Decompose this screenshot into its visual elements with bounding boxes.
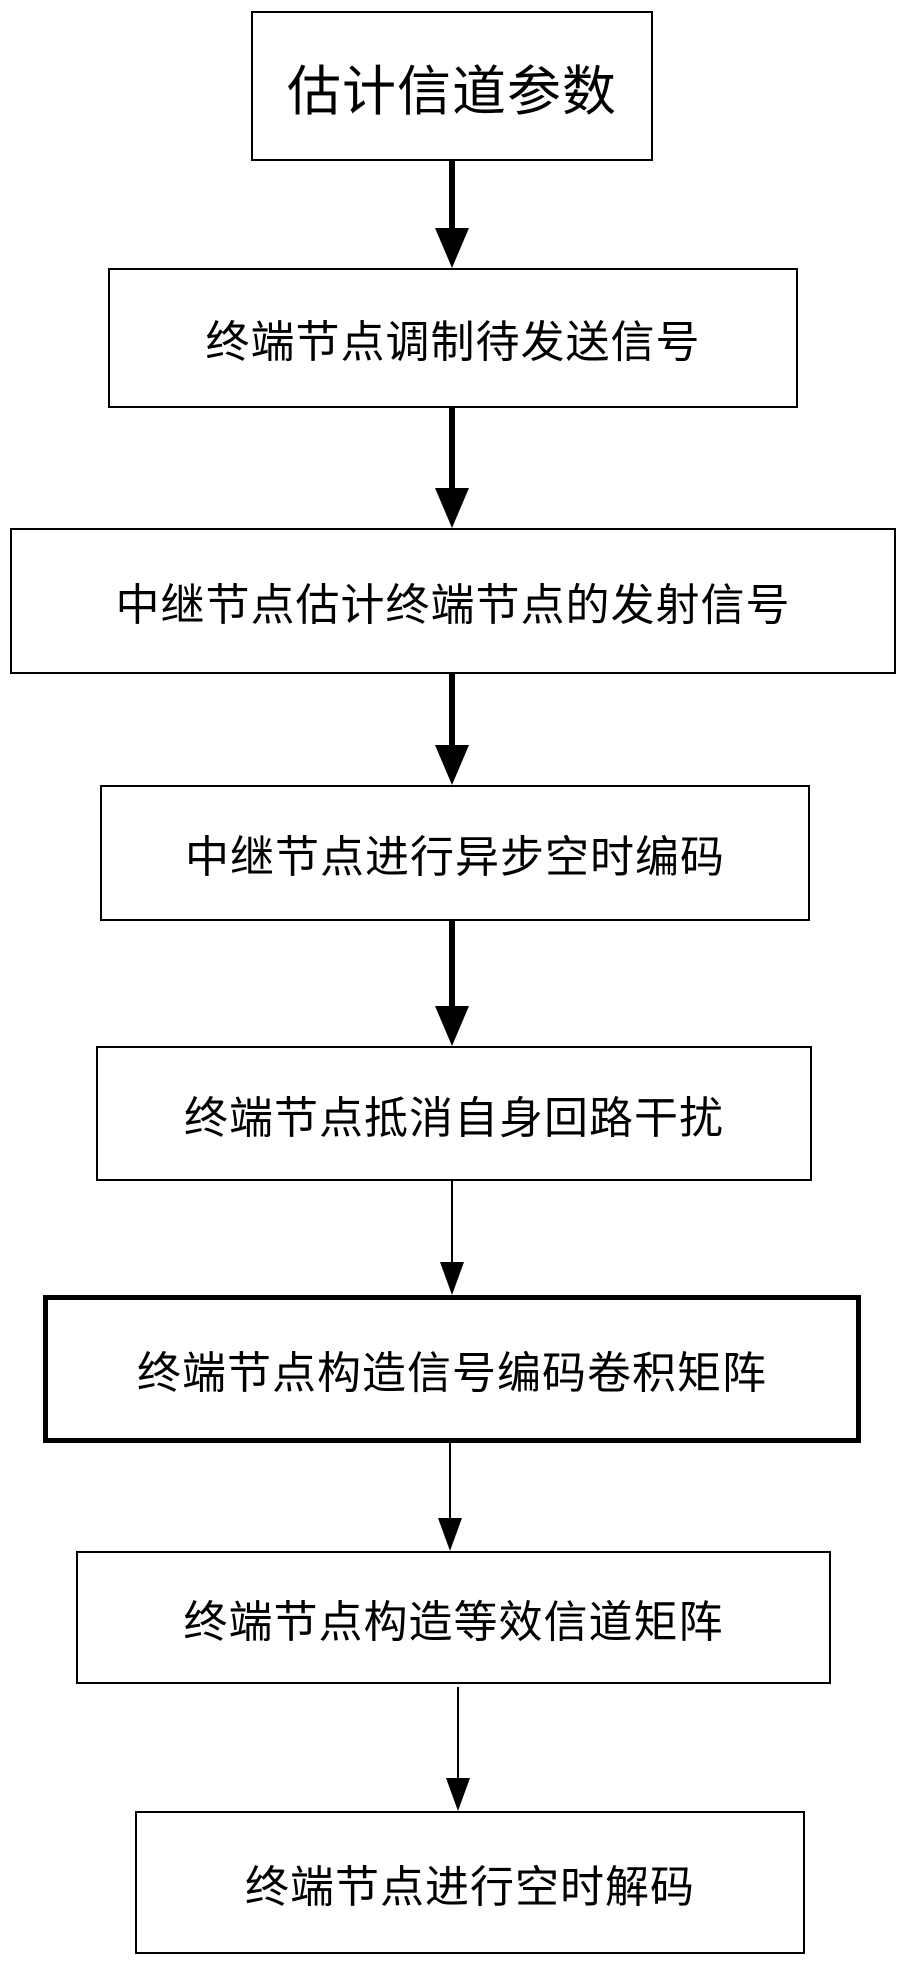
arrow-3-4 xyxy=(435,674,469,785)
flow-step-4-label: 中继节点进行异步空时编码 xyxy=(185,832,725,883)
arrow-4-5 xyxy=(435,921,469,1046)
flow-step-2-label: 终端节点调制待发送信号 xyxy=(205,317,701,368)
flow-step-1-label: 估计信道参数 xyxy=(287,59,617,123)
flow-step-3-label: 中继节点估计终端节点的发射信号 xyxy=(115,580,791,631)
flow-step-3: 中继节点估计终端节点的发射信号 xyxy=(10,528,896,674)
flow-step-6-label: 终端节点构造信号编码卷积矩阵 xyxy=(137,1348,767,1399)
arrow-7-8 xyxy=(446,1687,470,1811)
flow-step-7-label: 终端节点构造等效信道矩阵 xyxy=(183,1596,724,1648)
flow-step-5: 终端节点抵消自身回路干扰 xyxy=(96,1046,812,1181)
flow-step-7: 终端节点构造等效信道矩阵 xyxy=(76,1551,831,1684)
flow-step-5-label: 终端节点抵消自身回路干扰 xyxy=(184,1092,724,1144)
arrow-2-3 xyxy=(435,408,469,528)
flow-step-8-label: 终端节点进行空时解码 xyxy=(245,1861,695,1913)
flow-step-4: 中继节点进行异步空时编码 xyxy=(100,785,810,921)
flow-step-1: 估计信道参数 xyxy=(251,11,653,161)
arrow-5-6 xyxy=(440,1181,464,1295)
flow-step-2: 终端节点调制待发送信号 xyxy=(108,268,798,408)
arrow-1-2 xyxy=(435,161,469,268)
flow-step-6: 终端节点构造信号编码卷积矩阵 xyxy=(43,1295,861,1443)
flow-step-8: 终端节点进行空时解码 xyxy=(135,1811,805,1954)
arrow-6-7 xyxy=(438,1443,462,1551)
